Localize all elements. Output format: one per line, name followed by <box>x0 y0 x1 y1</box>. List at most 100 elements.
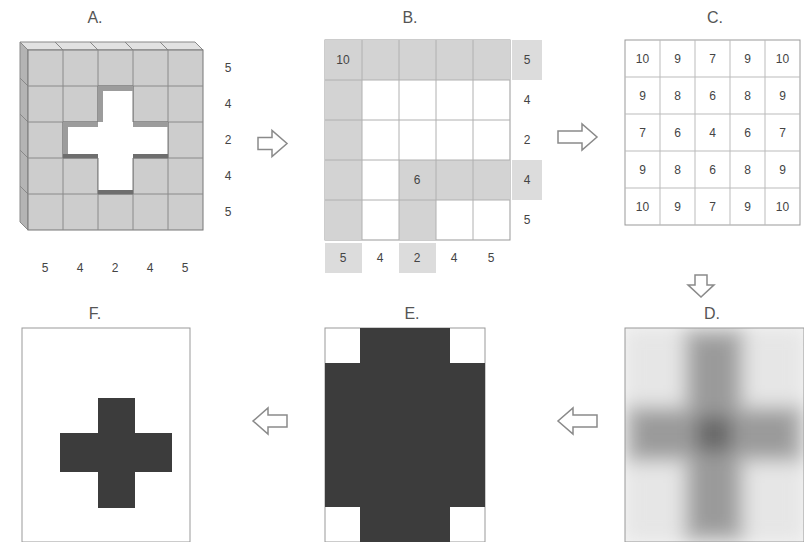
shaded-sum <box>399 243 436 273</box>
process-arrow <box>688 275 714 297</box>
blur-core <box>696 416 732 452</box>
grid-cell-value: 7 <box>709 201 716 213</box>
grid-cell-value: 6 <box>709 164 716 176</box>
panel-letter: E. <box>404 306 419 322</box>
panel: C. <box>600 2 802 272</box>
panel: E. <box>290 300 555 542</box>
shaded-sum <box>512 160 542 200</box>
row-count: 5 <box>225 62 232 74</box>
grid-cell-value: 9 <box>674 53 681 65</box>
column-count: 5 <box>340 252 347 264</box>
image-ground <box>625 328 804 542</box>
grid-cell-value: 8 <box>674 164 681 176</box>
grid-cell-value: 7 <box>779 127 786 139</box>
cube-block <box>20 42 203 230</box>
column-count: 4 <box>451 252 458 264</box>
blurred-cross <box>625 328 804 542</box>
grid-cell-value: 9 <box>779 164 786 176</box>
column-count: 4 <box>77 262 84 274</box>
process-arrow <box>253 408 287 434</box>
panel: F. <box>8 300 250 542</box>
row-count: 5 <box>524 54 531 66</box>
image-frame <box>325 328 485 542</box>
result-image <box>22 328 190 542</box>
hole-shadow <box>63 86 168 158</box>
grid-cell-value: 8 <box>744 90 751 102</box>
shaded-sum <box>512 40 542 80</box>
panel-letter: C. <box>707 10 723 26</box>
grid-cell-value: 4 <box>709 127 716 139</box>
blur-bar <box>635 414 794 454</box>
image-frame <box>625 328 804 542</box>
blur-bar <box>693 338 735 532</box>
cell-sum: 10 <box>336 54 349 66</box>
process-arrow <box>558 408 597 434</box>
grid-cell-value: 10 <box>636 201 649 213</box>
panel-letter: B. <box>402 10 417 26</box>
row-count: 5 <box>524 214 531 226</box>
cube-side-face <box>20 42 28 230</box>
cube-front-face <box>28 50 203 230</box>
cube-grid <box>28 50 203 230</box>
row-count: 2 <box>225 134 232 146</box>
row-count: 5 <box>225 206 232 218</box>
grid-cell-value: 6 <box>709 90 716 102</box>
dark-cross <box>325 328 485 542</box>
grid-cell-value: 6 <box>674 127 681 139</box>
process-arrow <box>558 124 597 150</box>
grid-cell-value: 9 <box>674 201 681 213</box>
cube-top-face <box>20 42 203 50</box>
grid-lines <box>325 40 510 240</box>
column-count: 5 <box>182 262 189 274</box>
grid-frame <box>625 40 800 225</box>
sum-grid <box>625 40 800 225</box>
panel: A. <box>8 2 255 285</box>
image-frame <box>22 328 190 542</box>
grid-cell-value: 9 <box>779 90 786 102</box>
column-count: 5 <box>42 262 49 274</box>
hole-lip <box>63 154 168 194</box>
grid-lines <box>625 40 800 225</box>
grid-cell-value: 8 <box>674 90 681 102</box>
dark-cross <box>60 398 172 508</box>
grid-cell-value: 8 <box>744 164 751 176</box>
row-count: 4 <box>524 174 531 186</box>
panel-letter: F. <box>89 306 101 322</box>
cell-sum: 6 <box>414 174 421 186</box>
row-count: 4 <box>524 94 531 106</box>
column-count: 4 <box>147 262 154 274</box>
grid-cell-value: 10 <box>636 53 649 65</box>
threshold-image <box>325 328 485 542</box>
grid-cell-value: 10 <box>776 201 789 213</box>
shaded-cells <box>325 40 510 240</box>
grid-frame <box>325 40 510 240</box>
row-count: 2 <box>524 134 531 146</box>
grid-cell-value: 9 <box>744 53 751 65</box>
row-count: 4 <box>225 170 232 182</box>
column-count: 5 <box>488 252 495 264</box>
column-count: 2 <box>112 262 119 274</box>
panel-letter: D. <box>704 306 720 322</box>
shaded-sum <box>325 243 362 273</box>
grid-cell-value: 6 <box>744 127 751 139</box>
row-count: 4 <box>225 98 232 110</box>
grid-cell-value: 7 <box>639 127 646 139</box>
blurred-image <box>625 328 804 542</box>
column-count: 4 <box>377 252 384 264</box>
process-arrow <box>258 131 287 157</box>
grid-cell-value: 9 <box>639 164 646 176</box>
count-grid <box>325 40 542 273</box>
grid-cell-value: 9 <box>639 90 646 102</box>
panel: D. <box>600 300 804 542</box>
grid-cell-value: 10 <box>776 53 789 65</box>
column-count: 2 <box>414 252 421 264</box>
panel: B. <box>290 2 555 285</box>
grid-cell-value: 9 <box>744 201 751 213</box>
panel-letter: A. <box>87 10 102 26</box>
blur-base <box>625 328 804 542</box>
blur-layer <box>625 328 804 542</box>
grid-cell-value: 7 <box>709 53 716 65</box>
cross-hole <box>63 86 168 194</box>
